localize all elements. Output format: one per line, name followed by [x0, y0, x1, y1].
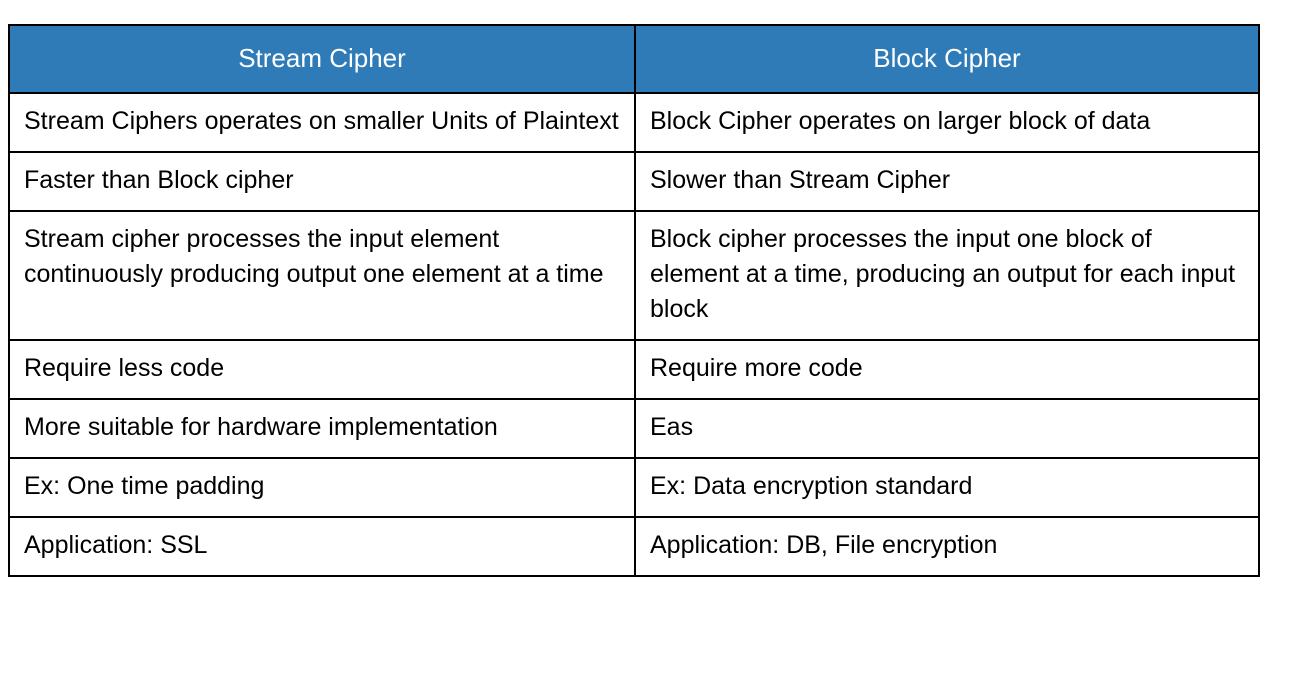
cell-text: Application: DB, File encryption: [650, 531, 998, 559]
cell-text: Require less code: [24, 354, 225, 382]
cell-block-cipher: Application: DB, File encryption: [634, 516, 1260, 577]
table-row: Stream Ciphers operates on smaller Units…: [8, 92, 1260, 153]
column-header-stream-cipher: Stream Cipher: [8, 24, 636, 94]
cell-text: Ex: One time padding: [24, 472, 265, 500]
cell-text: Require more code: [650, 354, 863, 382]
cell-text: Slower than Stream Cipher: [650, 166, 951, 194]
cell-text: More suitable for hardware implementatio…: [24, 413, 498, 441]
table-row: Ex: One time padding Ex: Data encryption…: [8, 457, 1260, 518]
cell-text: Application: SSL: [24, 531, 208, 559]
cell-block-cipher: Ex: Data encryption standard: [634, 457, 1260, 518]
cell-text: Block Cipher operates on larger block of…: [650, 107, 1151, 135]
cipher-comparison-table: Stream Cipher Block Cipher Stream Cipher…: [8, 24, 1260, 577]
cell-stream-cipher: Require less code: [8, 339, 636, 400]
cell-stream-cipher: Faster than Block cipher: [8, 151, 636, 212]
table-row: More suitable for hardware implementatio…: [8, 398, 1260, 459]
cell-text: Eas: [650, 413, 694, 441]
cell-block-cipher: Slower than Stream Cipher: [634, 151, 1260, 212]
table-row: Faster than Block cipher Slower than Str…: [8, 151, 1260, 212]
cell-stream-cipher: Stream Ciphers operates on smaller Units…: [8, 92, 636, 153]
header-row: Stream Cipher Block Cipher: [8, 24, 1260, 94]
cell-text: Stream Ciphers operates on smaller Units…: [24, 107, 619, 135]
cell-text: Stream cipher processes the input elemen…: [24, 225, 604, 288]
cell-text: Faster than Block cipher: [24, 166, 294, 194]
table-body: Stream Ciphers operates on smaller Units…: [8, 92, 1260, 577]
cell-stream-cipher: Ex: One time padding: [8, 457, 636, 518]
table-row: Stream cipher processes the input elemen…: [8, 210, 1260, 341]
cell-text: Block cipher processes the input one blo…: [650, 225, 1236, 323]
table-header: Stream Cipher Block Cipher: [8, 24, 1260, 94]
cell-text: Ex: Data encryption standard: [650, 472, 973, 500]
cell-stream-cipher: More suitable for hardware implementatio…: [8, 398, 636, 459]
cell-block-cipher: Block cipher processes the input one blo…: [634, 210, 1260, 341]
table-row: Require less code Require more code: [8, 339, 1260, 400]
cell-block-cipher: Eas: [634, 398, 1260, 459]
table-row: Application: SSL Application: DB, File e…: [8, 516, 1260, 577]
cell-stream-cipher: Application: SSL: [8, 516, 636, 577]
cell-block-cipher: Require more code: [634, 339, 1260, 400]
column-header-block-cipher: Block Cipher: [634, 24, 1260, 94]
cell-block-cipher: Block Cipher operates on larger block of…: [634, 92, 1260, 153]
cell-stream-cipher: Stream cipher processes the input elemen…: [8, 210, 636, 341]
